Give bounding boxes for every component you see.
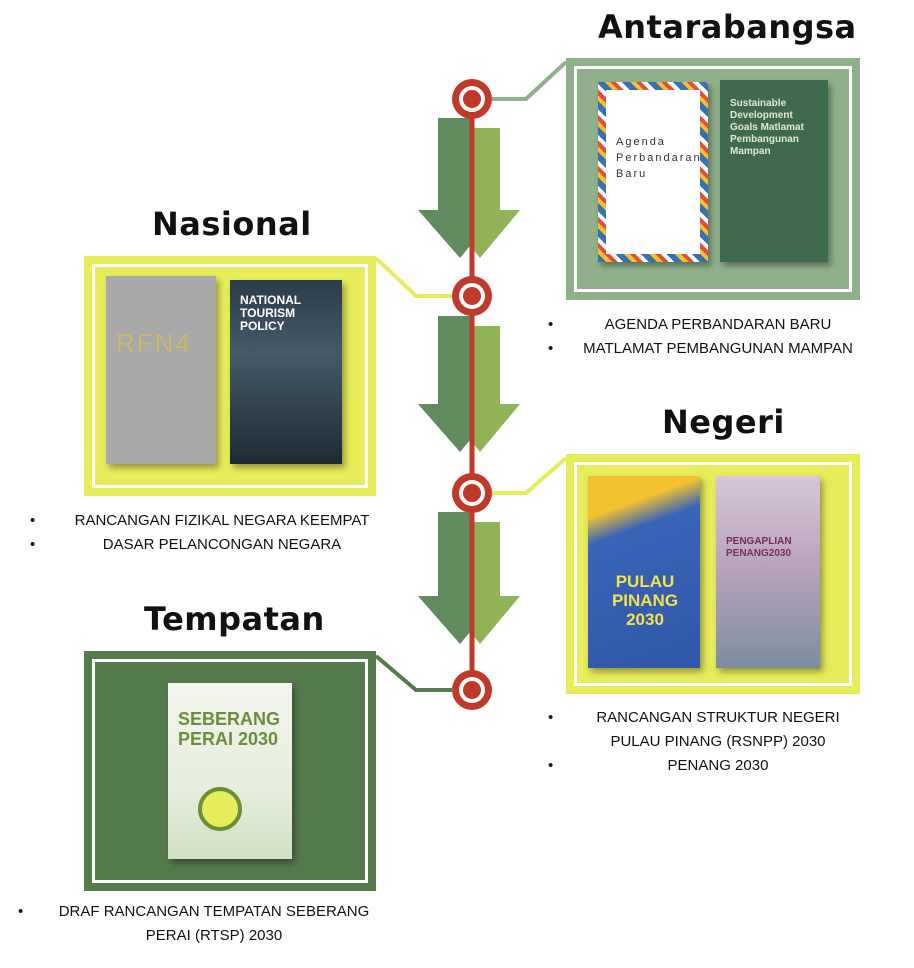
panel-tempatan: SEBERANG PERAI 2030 [84,651,376,891]
panel-antarabangsa: Agenda Perbandaran Baru Sustainable Deve… [566,58,860,300]
list-item: •DASAR PELANCONGAN NEGARA [30,536,342,553]
title-antarabangsa: Antarabangsa [598,8,857,46]
panel-negeri: PULAU PINANG 2030 PENGAPLIAN PENANG2030 [566,454,860,694]
book-pulau-pinang-2030: PULAU PINANG 2030 [588,476,700,668]
down-arrow-3 [418,512,520,644]
item-text: AGENDA PERBANDARAN BARU [604,316,832,333]
item-text: MATLAMAT PEMBANGUNAN MAMPAN [583,340,853,357]
list-item: •DRAF RANCANGAN TEMPATAN SEBERANG PERAI … [18,903,370,944]
book-agenda-text: Agenda Perbandaran Baru [616,136,702,180]
list-item: •MATLAMAT PEMBANGUNAN MAMPAN [548,340,853,357]
node-nasional [452,276,492,316]
connector-nasional [374,256,452,298]
list-antarabangsa: •AGENDA PERBANDARAN BARU •MATLAMAT PEMBA… [548,313,888,361]
list-item: •PENANG 2030 [548,757,769,774]
book-rfn4-text: RFN4 [116,328,192,358]
book-sdg: Sustainable Development Goals Matlamat P… [720,80,828,262]
node-negeri [452,473,492,513]
down-arrow-1 [418,118,520,258]
connector-antarabangsa [492,60,568,101]
node-antarabangsa [452,79,492,119]
book-agenda-perbandaran-baru: Agenda Perbandaran Baru [598,82,708,262]
connector-negeri [492,456,568,495]
title-negeri: Negeri [662,403,785,441]
book-seal-icon [198,787,242,831]
title-tempatan: Tempatan [144,600,325,638]
book-penang-2030: PENGAPLIAN PENANG2030 [716,476,820,668]
item-text: RANCANGAN STRUKTUR NEGERI PULAU PINANG (… [596,709,840,750]
book-national-tourism-policy: NATIONAL TOURISM POLICY [230,280,342,464]
book-sp2030-text: SEBERANG PERAI 2030 [178,709,281,749]
book-seberang-perai-2030: SEBERANG PERAI 2030 [168,683,292,859]
list-item: •RANCANGAN STRUKTUR NEGERI PULAU PINANG … [548,709,840,750]
item-text: DRAF RANCANGAN TEMPATAN SEBERANG PERAI (… [58,903,370,944]
list-nasional: •RANCANGAN FIZIKAL NEGARA KEEMPAT •DASAR… [30,509,414,557]
node-tempatan [452,670,492,710]
item-text: DASAR PELANCONGAN NEGARA [102,536,342,553]
panel-nasional: RFN4 NATIONAL TOURISM POLICY [84,256,376,496]
book-rfn4: RFN4 [106,276,216,464]
list-tempatan: •DRAF RANCANGAN TEMPATAN SEBERANG PERAI … [18,900,410,948]
title-nasional: Nasional [152,205,312,243]
book-ntp-text: NATIONAL TOURISM POLICY [240,293,301,333]
down-arrow-2 [418,316,520,452]
book-pp2030-text: PULAU PINANG 2030 [611,572,679,629]
item-text: RANCANGAN FIZIKAL NEGARA KEEMPAT [74,512,370,529]
list-negeri: •RANCANGAN STRUKTUR NEGERI PULAU PINANG … [548,706,888,778]
book-sdg-text: Sustainable Development Goals Matlamat P… [730,98,804,157]
connector-tempatan [374,654,452,692]
list-item: •RANCANGAN FIZIKAL NEGARA KEEMPAT [30,512,370,529]
list-item: •AGENDA PERBANDARAN BARU [548,316,832,333]
book-penang2030-text: PENGAPLIAN PENANG2030 [726,536,792,559]
item-text: PENANG 2030 [667,757,769,774]
